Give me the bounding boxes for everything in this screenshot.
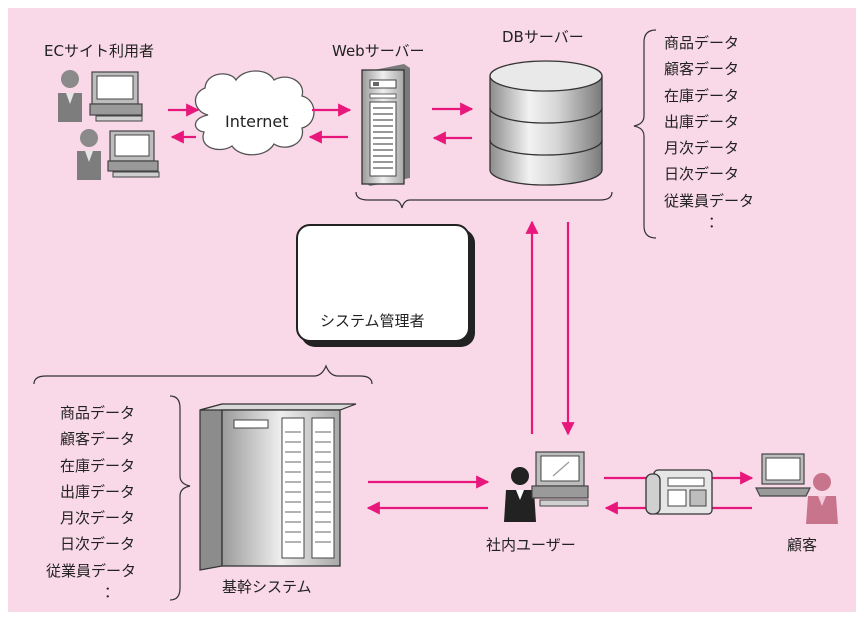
brace-left-list xyxy=(169,395,191,601)
system-admin-label: システム管理者 xyxy=(320,312,425,330)
list-item: 出庫データ xyxy=(60,482,136,501)
arrows-internet xyxy=(168,103,352,144)
computer-icon xyxy=(107,130,160,178)
brace-core-system xyxy=(33,364,373,385)
fax-phone-icon xyxy=(645,469,713,515)
list-item: 月次データ xyxy=(664,139,740,158)
list-item: 顧客データ xyxy=(60,430,136,449)
customer-label: 顧客 xyxy=(787,536,818,554)
web-server-label: Webサーバー xyxy=(332,42,425,60)
computer-icon xyxy=(531,451,589,507)
system-admin-box xyxy=(296,224,470,342)
internal-user-label: 社内ユーザー xyxy=(486,536,576,554)
arrows-web-db xyxy=(432,102,474,145)
core-system-label: 基幹システム xyxy=(222,578,312,596)
person-icon xyxy=(806,473,838,524)
internal-user xyxy=(504,451,589,522)
list-item: ： xyxy=(708,213,724,232)
server-rack-icon xyxy=(361,64,410,186)
database-icon xyxy=(489,60,603,186)
customer xyxy=(755,453,838,524)
list-item: 在庫データ xyxy=(664,86,740,105)
list-item: 従業員データ xyxy=(664,191,755,210)
core-data-list: 商品データ 顧客データ 在庫データ 出庫データ 月次データ 日次データ 従業員デ… xyxy=(46,400,136,600)
laptop-icon xyxy=(755,453,811,497)
list-item: 商品データ xyxy=(60,404,136,422)
db-server-label: DBサーバー xyxy=(502,28,584,46)
person-icon xyxy=(77,129,101,180)
person-icon xyxy=(504,467,536,522)
ec-user-1 xyxy=(58,70,143,122)
list-item: 従業員データ xyxy=(46,561,137,580)
ec-users-label: ECサイト利用者 xyxy=(44,42,154,60)
cloud-icon xyxy=(194,70,315,156)
list-item: 日次データ xyxy=(664,165,740,184)
computer-icon xyxy=(89,71,143,122)
list-item: 日次データ xyxy=(60,535,136,554)
list-item: 出庫データ xyxy=(664,112,740,131)
brace-web-db xyxy=(355,191,613,209)
arrows-internal-db xyxy=(525,220,575,436)
internet-label: Internet xyxy=(225,112,289,131)
list-item: 顧客データ xyxy=(664,60,740,79)
arrows-core-internal xyxy=(366,475,490,515)
person-icon xyxy=(58,70,82,122)
ec-user-2 xyxy=(77,129,160,180)
mainframe-icon xyxy=(199,403,357,571)
list-item: 月次データ xyxy=(60,509,136,528)
brace-right-list xyxy=(633,29,657,239)
db-data-list: 商品データ 顧客データ 在庫データ 出庫データ 月次データ 日次データ 従業員デ… xyxy=(664,30,754,230)
list-item: 在庫データ xyxy=(60,456,136,475)
list-item: ： xyxy=(104,583,120,602)
list-item: 商品データ xyxy=(664,34,740,52)
